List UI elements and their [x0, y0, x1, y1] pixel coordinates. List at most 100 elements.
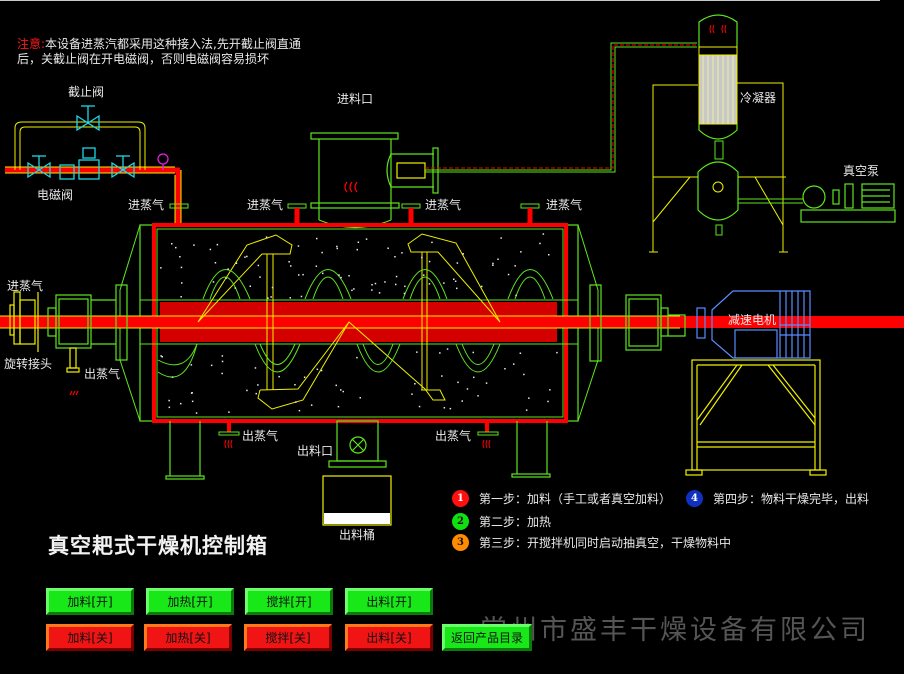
vacuum-line [425, 42, 697, 173]
material-particle [443, 282, 445, 284]
material-particle [257, 384, 259, 386]
material-particle [212, 281, 215, 283]
step-3-badge: 3 [452, 534, 469, 551]
material-particle [504, 368, 506, 370]
material-particle [492, 264, 494, 266]
material-particle [190, 364, 193, 366]
material-particle [336, 245, 338, 248]
material-particle [265, 236, 268, 238]
material-particle [298, 409, 301, 412]
material-particle [515, 294, 517, 297]
step-4-badge: 4 [686, 490, 703, 507]
material-particle [160, 355, 162, 357]
material-particle [228, 411, 230, 413]
heat-on-button[interactable]: 加热[开] [146, 588, 234, 615]
material-particle [387, 247, 389, 249]
material-particle [290, 265, 292, 267]
material-particle [193, 244, 195, 246]
label-steam-in-3: 进蒸气 [425, 198, 462, 212]
material-particle [210, 364, 213, 367]
stir-off-button[interactable]: 搅拌[关] [244, 624, 332, 651]
material-particle [335, 384, 337, 387]
material-particle [316, 237, 318, 240]
material-particle [356, 356, 358, 359]
material-particle [190, 392, 193, 394]
material-particle [462, 253, 464, 255]
material-particle [401, 252, 403, 254]
material-particle [549, 389, 551, 391]
material-particle [423, 274, 425, 276]
step-4-text: 第四步：物料干燥完毕，出料 [713, 492, 870, 506]
material-particle [160, 267, 162, 269]
material-particle [416, 351, 418, 353]
material-particle [428, 260, 431, 263]
rotary-joint-icon [9, 291, 39, 352]
label-rotary-joint: 旋转接头 [4, 357, 53, 371]
material-particle [371, 284, 373, 286]
material-particle [278, 375, 280, 378]
label-gear-motor: 减速电机 [728, 313, 777, 327]
material-particle [454, 280, 457, 282]
material-particle [244, 256, 246, 258]
warning-prefix: 注意: [17, 37, 46, 51]
discharge-port [328, 420, 387, 468]
feed-off-button[interactable]: 加料[关] [46, 624, 134, 651]
material-particle [179, 256, 181, 258]
material-particle [542, 233, 545, 235]
vacuum-pump [800, 183, 896, 223]
material-particle [294, 384, 296, 386]
stir-on-button[interactable]: 搅拌[开] [245, 588, 333, 615]
material-particle [359, 397, 361, 399]
material-particle [394, 256, 396, 258]
material-particle [315, 265, 318, 267]
material-particle [298, 274, 300, 276]
material-particle [336, 247, 338, 250]
heat-off-button[interactable]: 加热[关] [144, 624, 232, 651]
gear-motor [711, 290, 811, 359]
material-particle [289, 297, 291, 299]
material-particle [497, 258, 499, 260]
step-3-text: 第三步：开搅拌机同时启动抽真空，干燥物料中 [479, 536, 732, 550]
material-particle [395, 283, 397, 286]
material-particle [310, 404, 313, 406]
material-particle [378, 292, 381, 294]
feed-on-button[interactable]: 加料[开] [46, 588, 134, 615]
material-particle [161, 356, 163, 358]
dryer-vessel [0, 223, 904, 423]
discharge-off-button[interactable]: 出料[关] [345, 624, 433, 651]
material-particle [234, 287, 236, 289]
material-particle [500, 237, 502, 239]
material-particle [342, 390, 344, 393]
material-particle [171, 243, 173, 245]
material-particle [403, 292, 406, 295]
discharge-bucket [322, 475, 392, 526]
material-particle [421, 256, 423, 259]
material-particle [481, 285, 483, 288]
material-particle [338, 274, 340, 276]
material-particle [209, 248, 212, 251]
material-particle [246, 389, 248, 392]
material-particle [195, 412, 198, 414]
warning-note: 注意:本设备进蒸汽都采用这种接入法,先开截止阀直通后，关截止阀在开电磁阀，否则电… [17, 37, 317, 67]
material-particle [414, 383, 416, 385]
vessel-legs [165, 421, 551, 480]
material-particle [216, 243, 219, 246]
step-1-badge: 1 [452, 490, 469, 507]
material-particle [168, 399, 170, 402]
material-particle [371, 289, 373, 291]
material-particle [221, 372, 223, 375]
label-steam-in-2: 进蒸气 [247, 198, 284, 212]
pressure-gauge-icon [157, 153, 169, 170]
material-particle [374, 282, 377, 285]
step-1-text: 第一步：加料（手工或者真空加料） [479, 492, 672, 506]
step-4: 4 第四步：物料干燥完毕，出料 [686, 490, 869, 507]
material-particle [255, 392, 257, 395]
label-discharge-bucket: 出料桶 [339, 528, 376, 542]
material-particle [520, 251, 522, 253]
material-particle [357, 241, 360, 243]
top-border [0, 0, 880, 1]
material-particle [302, 273, 304, 276]
back-to-catalog-button[interactable]: 返回产品目录 [442, 624, 532, 651]
discharge-on-button[interactable]: 出料[开] [345, 588, 433, 615]
